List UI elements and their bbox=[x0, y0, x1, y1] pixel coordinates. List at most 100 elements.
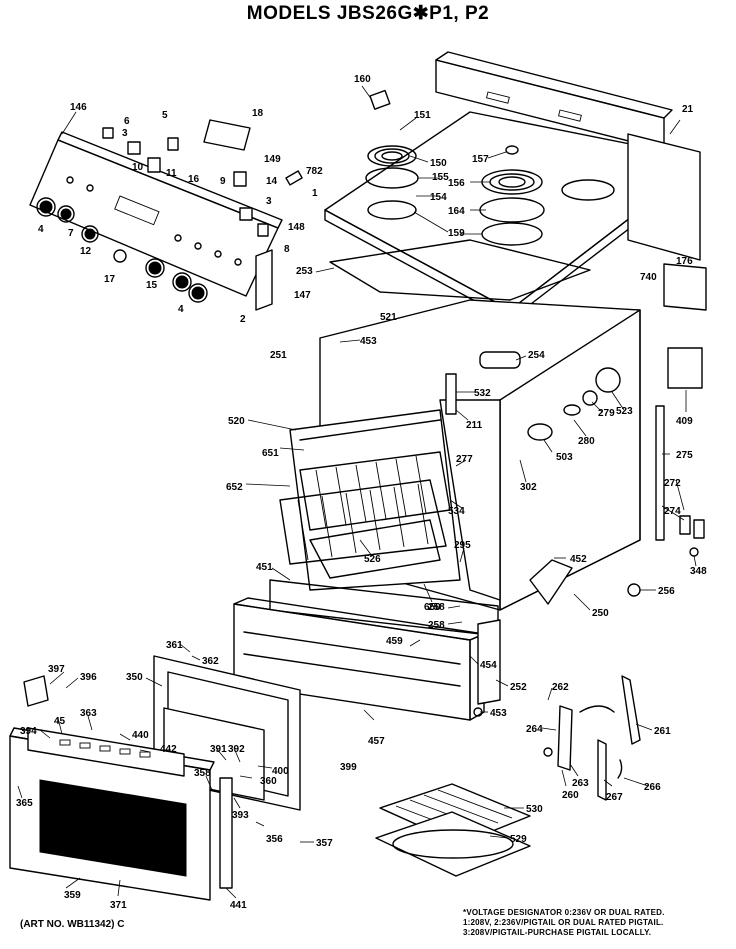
callout-451: 451 bbox=[256, 562, 273, 573]
broiler-pan bbox=[375, 783, 531, 877]
knob-7-icon bbox=[57, 205, 75, 223]
callout-3b: 3 bbox=[266, 196, 272, 207]
callout-453b: 453 bbox=[490, 708, 507, 719]
callout-399: 399 bbox=[340, 762, 357, 773]
callout-391: 391 bbox=[210, 744, 227, 755]
knob-17-icon bbox=[113, 249, 127, 263]
callout-157: 157 bbox=[472, 154, 489, 165]
callout-360: 360 bbox=[260, 776, 277, 787]
callout-348: 348 bbox=[690, 566, 707, 577]
callout-530: 530 bbox=[526, 804, 543, 815]
callout-159: 159 bbox=[448, 228, 465, 239]
callout-279: 279 bbox=[598, 408, 615, 419]
callout-534: 534 bbox=[448, 506, 465, 517]
callout-272: 272 bbox=[664, 478, 681, 489]
callout-371: 371 bbox=[110, 900, 127, 911]
callout-442: 442 bbox=[160, 744, 177, 755]
callout-295: 295 bbox=[454, 540, 471, 551]
callout-17: 17 bbox=[104, 274, 116, 285]
callout-148: 148 bbox=[288, 222, 305, 233]
callout-274: 274 bbox=[664, 506, 681, 517]
callout-211: 211 bbox=[466, 420, 483, 431]
callout-362: 362 bbox=[202, 656, 219, 667]
leader-lines bbox=[17, 85, 697, 899]
callout-10: 10 bbox=[132, 162, 144, 173]
callout-260: 260 bbox=[562, 790, 579, 801]
callout-3a: 3 bbox=[122, 128, 128, 139]
callout-258-upper: 258 bbox=[428, 602, 445, 613]
callout-651: 651 bbox=[262, 448, 279, 459]
knob-4a-icon bbox=[36, 197, 56, 217]
callout-359: 359 bbox=[64, 890, 81, 901]
callout-156: 156 bbox=[448, 178, 465, 189]
callout-280: 280 bbox=[578, 436, 595, 447]
voltage-footnote: *VOLTAGE DESIGNATOR 0:236V OR DUAL RATED… bbox=[463, 908, 665, 938]
callout-520: 520 bbox=[228, 416, 245, 427]
callout-16: 16 bbox=[188, 174, 200, 185]
callout-363: 363 bbox=[80, 708, 97, 719]
art-number: (ART NO. WB11342) C bbox=[20, 919, 125, 930]
callout-392: 392 bbox=[228, 744, 245, 755]
knob-4b-icon bbox=[188, 283, 208, 303]
callout-365: 365 bbox=[16, 798, 33, 809]
callout-266: 266 bbox=[644, 782, 661, 793]
callout-457: 457 bbox=[368, 736, 385, 747]
callout-labels: 146 6 5 18 3 10 11 16 9 149 14 782 3 148… bbox=[16, 74, 707, 911]
callout-45: 45 bbox=[54, 716, 66, 727]
callout-454: 454 bbox=[480, 660, 497, 671]
callout-394: 394 bbox=[20, 726, 37, 737]
callout-452: 452 bbox=[570, 554, 587, 565]
callout-356: 356 bbox=[266, 834, 283, 845]
callout-252: 252 bbox=[510, 682, 527, 693]
callout-250: 250 bbox=[592, 608, 609, 619]
cooktop bbox=[324, 51, 701, 321]
oven-rack-upper-icon bbox=[299, 451, 451, 531]
callout-164: 164 bbox=[448, 206, 465, 217]
diagram-title: MODELS JBS26G✱P1, P2 bbox=[246, 3, 490, 24]
callout-453a: 453 bbox=[360, 336, 377, 347]
callout-1: 1 bbox=[312, 188, 318, 199]
callout-350: 350 bbox=[126, 672, 143, 683]
callout-396: 396 bbox=[80, 672, 97, 683]
callout-532: 532 bbox=[474, 388, 491, 399]
callout-149: 149 bbox=[264, 154, 281, 165]
callout-12: 12 bbox=[80, 246, 92, 257]
knob-12-icon bbox=[81, 225, 99, 243]
callout-4a: 4 bbox=[38, 224, 44, 235]
callout-459: 459 bbox=[386, 636, 403, 647]
footnote-line-1: *VOLTAGE DESIGNATOR 0:236V OR DUAL RATED… bbox=[463, 908, 665, 917]
callout-397: 397 bbox=[48, 664, 65, 675]
callout-7: 7 bbox=[68, 228, 74, 239]
callout-21: 21 bbox=[682, 104, 694, 115]
callout-361: 361 bbox=[166, 640, 183, 651]
callout-529: 529 bbox=[510, 834, 527, 845]
knob-15b-icon bbox=[172, 272, 192, 292]
oven-door bbox=[9, 655, 301, 901]
callout-740: 740 bbox=[640, 272, 657, 283]
callout-251: 251 bbox=[270, 350, 287, 361]
callout-5: 5 bbox=[162, 110, 168, 121]
callout-277: 277 bbox=[456, 454, 473, 465]
callout-441: 441 bbox=[230, 900, 247, 911]
callout-146: 146 bbox=[70, 102, 87, 113]
callout-256: 256 bbox=[658, 586, 675, 597]
oven-body bbox=[269, 263, 707, 637]
callout-253: 253 bbox=[296, 266, 313, 277]
callout-521: 521 bbox=[380, 312, 397, 323]
knob-15-icon bbox=[145, 258, 165, 278]
callout-393: 393 bbox=[232, 810, 249, 821]
callout-14: 14 bbox=[266, 176, 278, 187]
callout-254: 254 bbox=[528, 350, 545, 361]
callout-11: 11 bbox=[166, 168, 177, 179]
callout-160: 160 bbox=[354, 74, 371, 85]
callout-652: 652 bbox=[226, 482, 243, 493]
callout-258-lower: 258 bbox=[428, 620, 445, 631]
callout-275: 275 bbox=[676, 450, 693, 461]
callout-147: 147 bbox=[294, 290, 311, 301]
callout-523: 523 bbox=[616, 406, 633, 417]
callout-176: 176 bbox=[676, 256, 693, 267]
callout-264: 264 bbox=[526, 724, 543, 735]
callout-9: 9 bbox=[220, 176, 226, 187]
callout-262: 262 bbox=[552, 682, 569, 693]
